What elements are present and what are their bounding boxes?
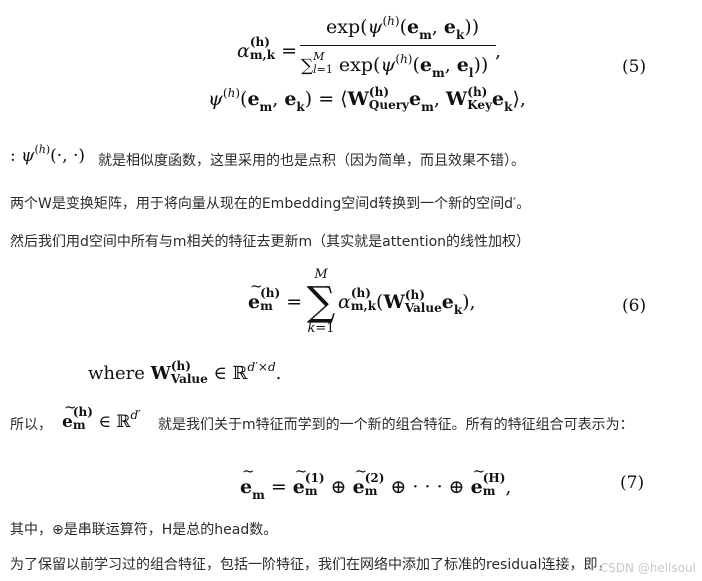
- text-line-3: 然后我们用d空间中所有与m相关的特征去更新m（其实就是attention的线性加…: [10, 234, 531, 250]
- equation-5-psi: ψ(h)(em, ek) = ⟨W(h)Queryem, W(h)Keyek⟩,: [208, 85, 526, 115]
- equation-5-number: (5): [622, 57, 647, 77]
- equation-5-alpha: α(h)m,k =: [237, 35, 298, 63]
- text-line-2: 两个W是变换矩阵，用于将向量从现在的Embedding空间d转换到一个新的空间d…: [10, 196, 531, 212]
- text-line-6: 为了保留以前学习过的组合特征，包括一阶特征，我们在网络中添加了标准的residu…: [10, 557, 612, 573]
- watermark: CSDN @hellsoul: [599, 561, 696, 575]
- equation-6-rhs: α(h)m,k(W(h)Valueek),: [338, 286, 476, 318]
- equation-5-comma: ,: [495, 40, 502, 62]
- equation-6-sum: M ∑ k=1: [306, 267, 336, 336]
- text-line-5: 其中，⊕是串联运算符，H是总的head数。: [10, 522, 278, 538]
- equation-5-numerator: exp(ψ(h)(em, ek)): [326, 14, 480, 42]
- text-line-1: 就是相似度函数，这里采用的也是点积（因为简单，而且效果不错）。: [98, 153, 525, 169]
- text-line-4-suffix: 就是我们关于m特征而学到的一个新的组合特征。所有的特征组合可表示为：: [158, 417, 634, 433]
- equation-6-where-clause: where W(h)Value ∈ ℝd′×d.: [88, 359, 282, 386]
- equation-6-number: (6): [622, 296, 647, 316]
- psi-inline-symbol: : ψ(h)(·, ·): [10, 143, 86, 166]
- inline-e-tilde-in-R: e(h)m ∈ ℝd′: [62, 398, 141, 432]
- equation-7: em = e(1)m ⊕ e(2)m ⊕ · · · ⊕ e(H)m,: [240, 462, 511, 502]
- equation-6-lhs: e(h)m =: [248, 277, 302, 313]
- text-line-4-prefix: 所以，: [10, 417, 52, 433]
- equation-5-fraction-bar: [300, 45, 496, 46]
- equation-7-number: (7): [620, 473, 645, 493]
